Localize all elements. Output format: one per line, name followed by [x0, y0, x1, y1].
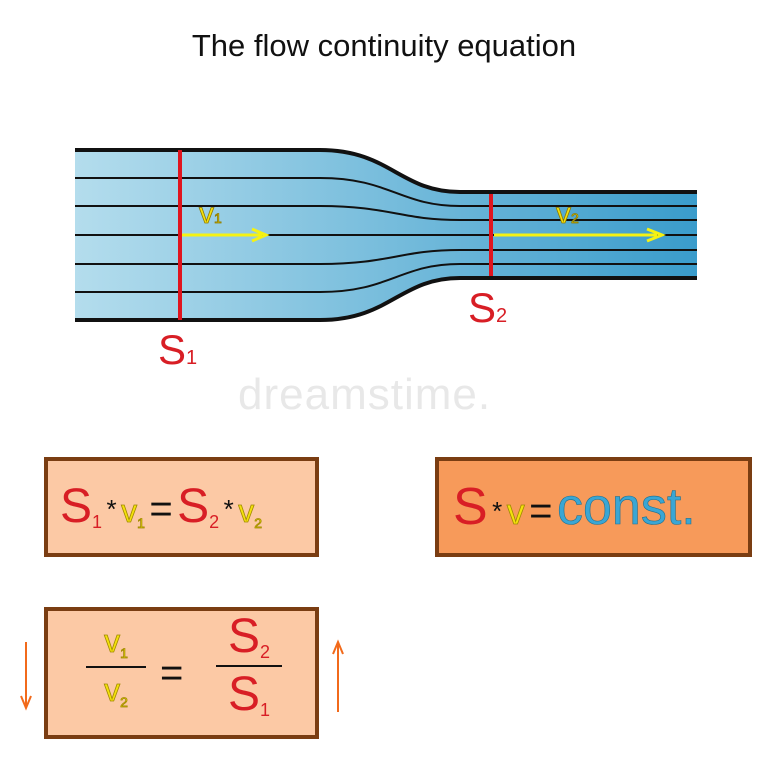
up-arrow-icon: [332, 639, 344, 712]
pipe-outline: [75, 148, 697, 322]
fraction-areas: S2 S1: [216, 613, 282, 719]
fraction-bar: [216, 665, 282, 667]
v2-label: v2: [556, 197, 579, 230]
equation-const: S * v = const.: [453, 478, 696, 536]
equation-box-product: S1 * v1 = S2 * v2: [44, 457, 319, 557]
down-arrow-icon: [20, 642, 32, 711]
pipe-diagram: v1 v2 S1 S2: [75, 148, 697, 373]
equation-box-const: S * v = const.: [435, 457, 752, 557]
fraction-bar: [86, 666, 146, 668]
streamline: [75, 263, 697, 293]
velocity-v1-arrow: [182, 227, 270, 243]
fraction-velocities: v1 v2: [86, 625, 146, 709]
s2-label: S2: [468, 284, 507, 331]
streamline: [75, 205, 697, 221]
diagram-title: The flow continuity equation: [191, 28, 577, 63]
equation-product: S1 * v1 = S2 * v2: [60, 480, 262, 533]
v1-label: v1: [199, 197, 222, 230]
ratio-equals-sign: =: [160, 651, 184, 695]
velocity-v2-arrow: [494, 227, 667, 243]
s1-label: S1: [158, 326, 197, 373]
watermark: dreamstime.: [238, 370, 492, 419]
streamline: [75, 177, 697, 207]
equation-box-ratio: v1 v2 = S2 S1: [44, 607, 319, 739]
streamline: [75, 249, 697, 265]
streamlines: [75, 177, 697, 293]
